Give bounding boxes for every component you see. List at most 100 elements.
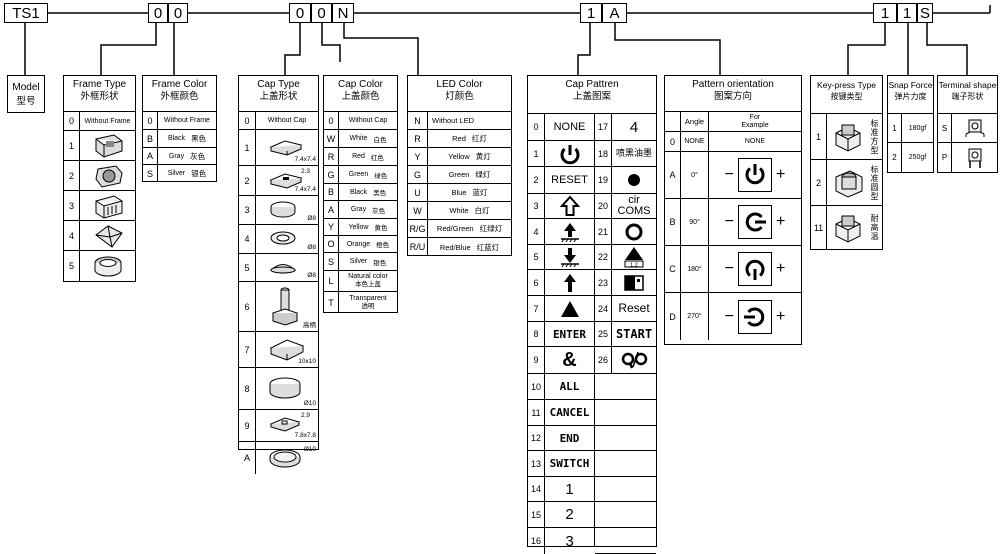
- led-color-key: R: [408, 130, 428, 147]
- cap-pattern-symbol: [545, 296, 594, 321]
- cap-pattern-text: 3: [565, 532, 574, 550]
- cap-color-key: A: [324, 201, 339, 218]
- frame-type-key: 4: [64, 221, 80, 250]
- cap-pattern-title-cn: 上盖图案: [572, 91, 611, 102]
- orientation-key: A: [665, 152, 681, 198]
- plus-sign: +: [776, 213, 786, 230]
- led-color-label: Green: [448, 170, 470, 179]
- frame-color-label-cn: 黑色: [191, 134, 207, 143]
- orientation-example-header: For Example: [741, 113, 769, 129]
- cap-type-key: 8: [239, 368, 256, 409]
- code-key-press: 1: [873, 3, 897, 23]
- terminal-smd-icon: [952, 114, 997, 142]
- cap-color-label: Yellow: [348, 223, 369, 231]
- frame-color-label-cn: 灰色: [190, 151, 206, 161]
- up-arrow-ground-icon: [560, 222, 579, 242]
- triangle-bar-icon: 1.2: [624, 247, 644, 268]
- cap-color-key: R: [324, 148, 339, 165]
- cap-type-title: Cap Type: [257, 79, 300, 90]
- frame-color-title-cn: 外框颜色: [160, 91, 199, 102]
- cap-pattern-key: 9: [528, 347, 545, 373]
- model-title-cn: 型号: [16, 96, 36, 107]
- cap-tall-stem-icon: 高柄: [256, 282, 318, 331]
- cap-color-label: White: [349, 135, 368, 142]
- led-color-label-cn: 红蓝灯: [476, 242, 500, 252]
- dot-icon: [628, 174, 640, 186]
- cap-color-key: Y: [324, 219, 339, 235]
- cap-color-label-cn: 橙色: [376, 242, 390, 249]
- cap-pattern-symbol: [545, 245, 594, 269]
- cap-pattern-symbol: [612, 270, 656, 295]
- cap-pattern-symbol: START: [612, 322, 656, 346]
- cap-color-label-cn: 绿色: [374, 172, 388, 180]
- frame-color-key: A: [143, 148, 158, 164]
- orientation-example-box: [738, 205, 772, 239]
- cap-color-label: Black: [349, 188, 368, 196]
- cap-pattern-symbol: [545, 270, 594, 295]
- cap-pattern-symbol: ALL: [545, 374, 594, 399]
- cap-color-key: B: [324, 184, 339, 200]
- orientation-angle: 180°: [681, 246, 709, 292]
- code-snap-force: 1: [897, 3, 917, 23]
- key-press-label-cn: 标准方型: [870, 118, 879, 155]
- led-color-title-cn: 灯颜色: [445, 91, 474, 102]
- minus-sign: −: [724, 307, 734, 325]
- model-box: Model 型号: [7, 75, 45, 113]
- cap-pattern-text: ENTER: [552, 327, 587, 341]
- orientation-key: B: [665, 199, 681, 245]
- orientation-example-box: [738, 252, 772, 286]
- cap-dim: Ø8: [307, 215, 316, 222]
- cap-color-title: Cap Color: [337, 79, 384, 90]
- cap-pattern-symbol: cir COMS: [612, 194, 656, 218]
- led-color-label: Without LED: [432, 116, 475, 125]
- led-color-label-cn: 红绿灯: [479, 224, 503, 233]
- power-icon: [560, 144, 579, 164]
- cap-pattern-symbol: 喷黑油墨: [612, 141, 656, 166]
- led-color-label: Red/Blue: [439, 242, 471, 252]
- frame-color-label: Gray: [168, 152, 185, 160]
- cap-pattern-text: 1: [565, 480, 574, 498]
- frame-color-key: B: [143, 130, 158, 147]
- terminal-title: Terminal shape: [938, 80, 997, 90]
- cap-pattern-text: START: [615, 326, 653, 341]
- cap-color-key: O: [324, 236, 339, 252]
- cap-color-label-cn: 透明: [361, 302, 375, 310]
- led-color-label: Red/Green: [436, 224, 474, 233]
- cap-color-label-cn: 红色: [370, 154, 384, 162]
- cap-round-icon: Ø8: [256, 196, 318, 224]
- cap-pattern-key: 17: [595, 114, 612, 140]
- cap-dim: 7.4x7.4: [294, 186, 316, 193]
- led-color-key: N: [408, 112, 428, 129]
- code-series: TS1: [4, 3, 48, 23]
- cap-pattern-key: 24: [595, 296, 612, 321]
- cap-large-square-icon: 10x10: [256, 332, 318, 367]
- cap-color-label: Gray: [350, 206, 367, 213]
- frame-type-label: Without Frame: [84, 117, 131, 125]
- cap-type-key: A: [239, 442, 256, 474]
- qo-icon: [621, 351, 648, 369]
- cap-pattern-key: 19: [595, 167, 612, 193]
- frame-tall-icon: [80, 191, 135, 220]
- cap-dim: 7.4x7.4: [294, 156, 316, 163]
- minus-sign: −: [724, 213, 734, 230]
- terminal-key: S: [938, 114, 952, 142]
- cap-pattern-text: END: [559, 431, 580, 445]
- cap-dim: Ø10: [303, 446, 316, 453]
- key-press-label-cn: 耐高温: [870, 214, 879, 241]
- cap-type-key: 3: [239, 196, 256, 224]
- ring-icon: [625, 223, 643, 240]
- cap-pattern-key: 6: [528, 270, 545, 295]
- power-icon: [744, 307, 765, 326]
- code-led-color: N: [332, 3, 354, 23]
- cap-pattern-symbol: CANCEL: [545, 400, 594, 425]
- cap-color-label: Red: [352, 153, 365, 160]
- cap-pattern-key: 4: [528, 219, 545, 244]
- cap-pattern-symbol: 1: [545, 477, 594, 501]
- hollow-up-arrow-icon: [559, 195, 580, 216]
- cap-pattern-key: 23: [595, 270, 612, 295]
- frame-type-key: 5: [64, 251, 80, 281]
